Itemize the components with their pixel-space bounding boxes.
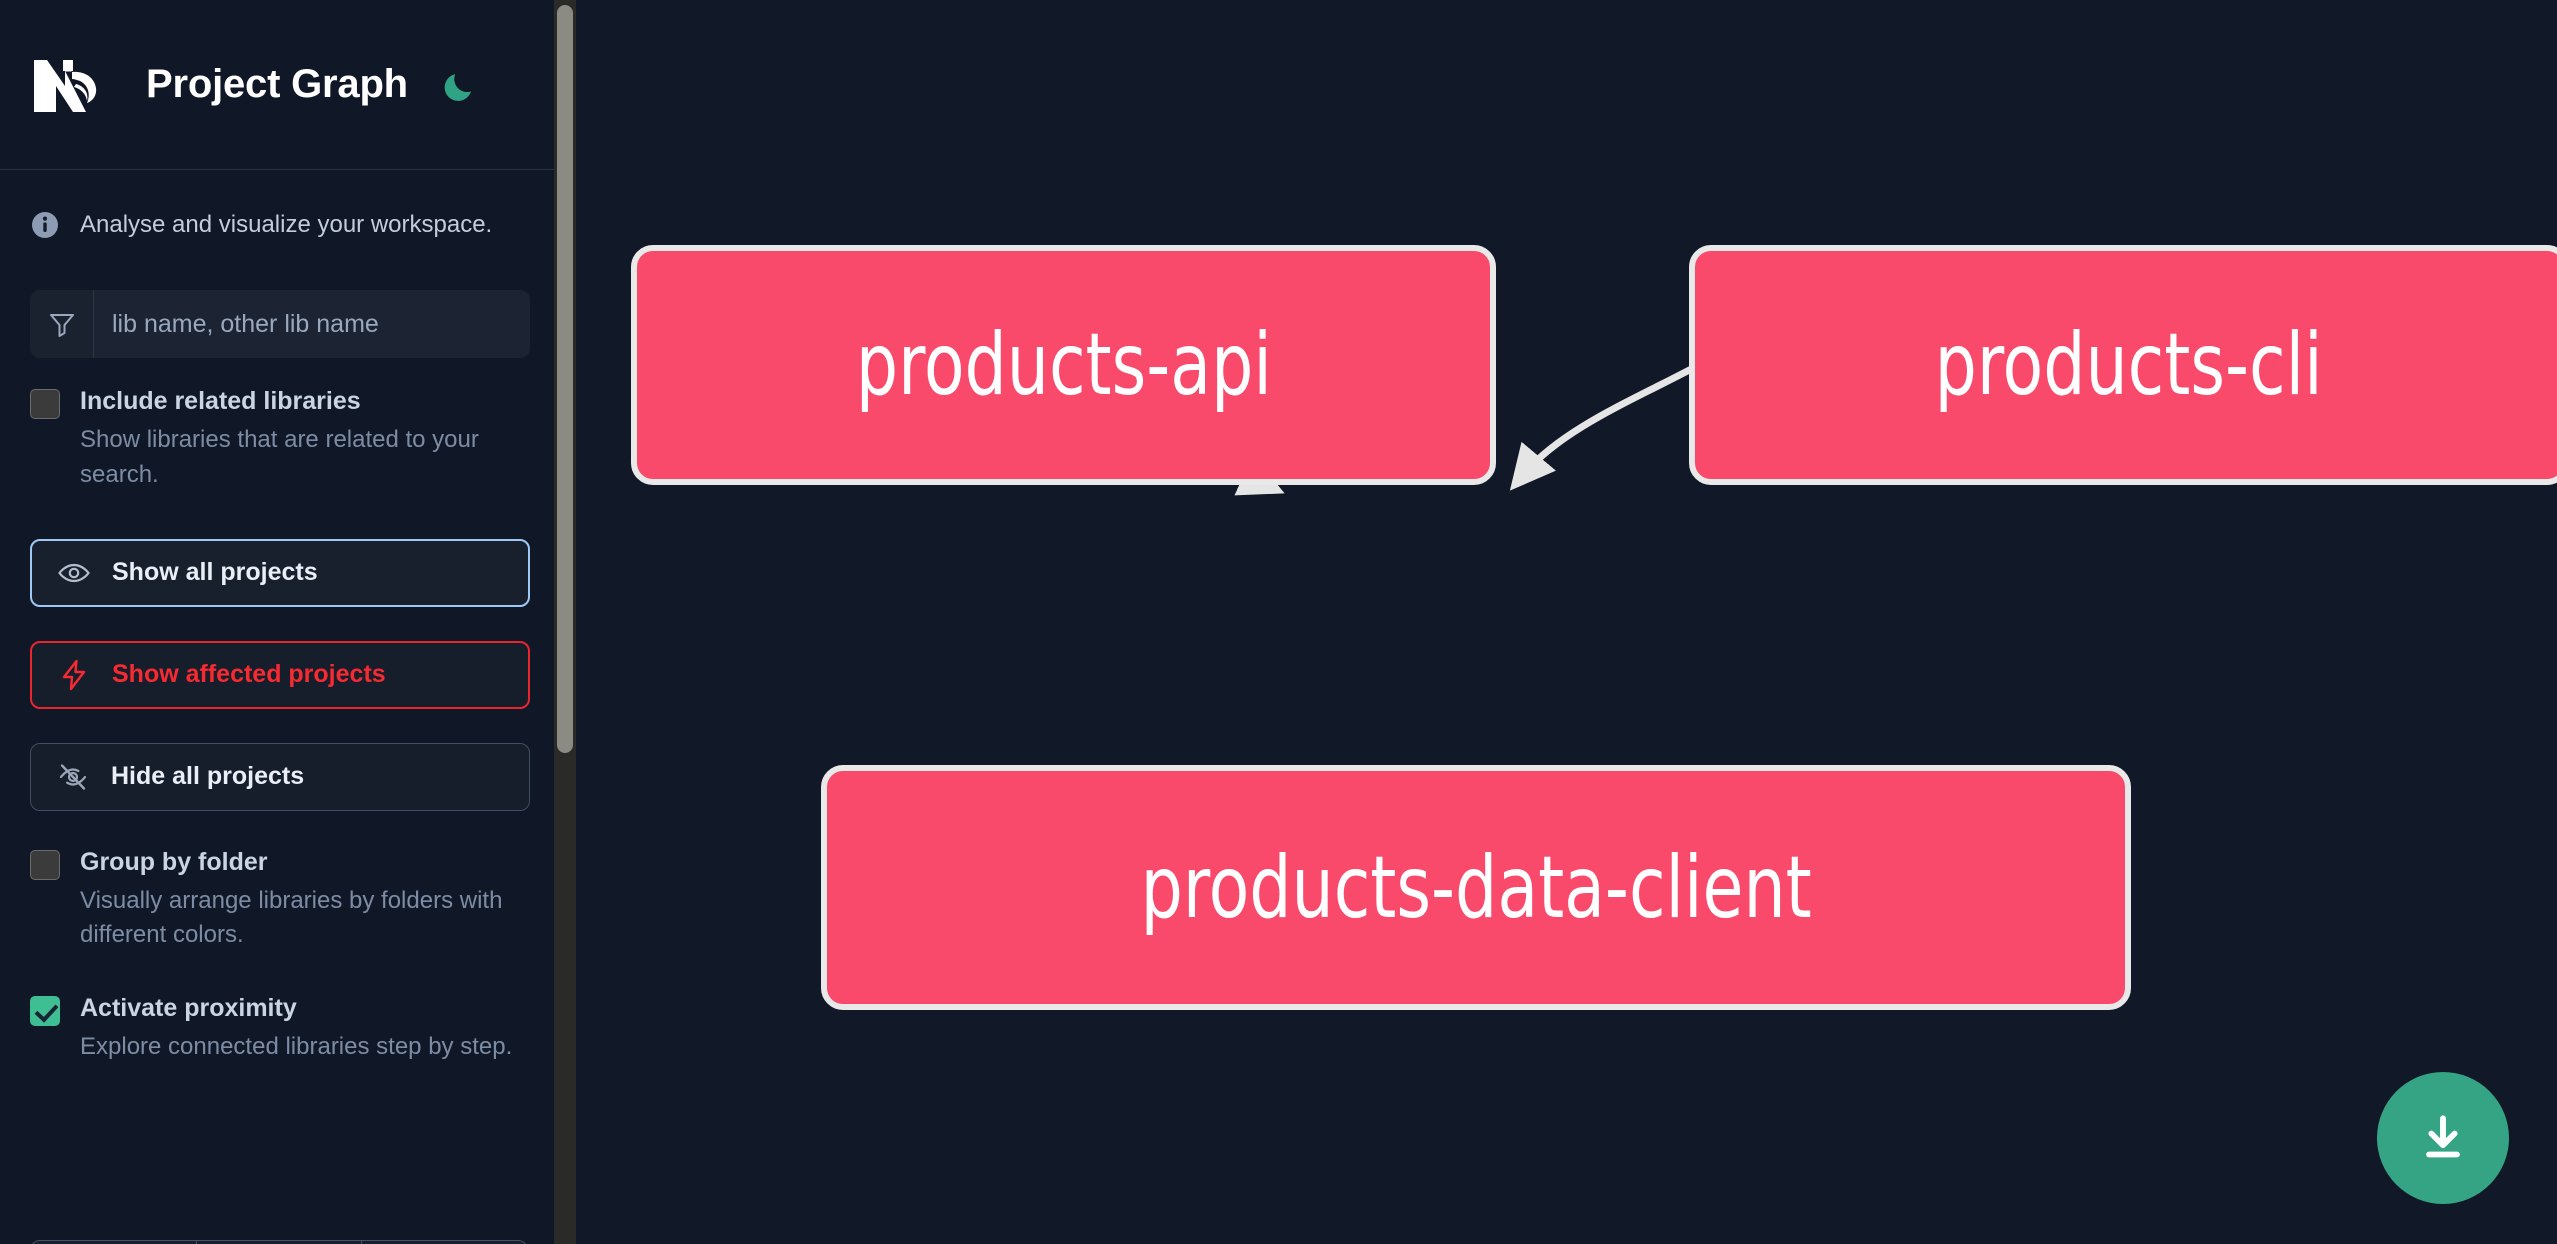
checkbox-include-related-libraries[interactable]: [30, 389, 60, 419]
filter-funnel-icon: [30, 290, 94, 358]
option-group-by-folder[interactable]: Group by folder Visually arrange librari…: [0, 847, 560, 954]
button-label: Show all projects: [112, 558, 318, 587]
hide-all-projects-button[interactable]: Hide all projects: [30, 742, 530, 811]
page-title: Project Graph: [146, 62, 408, 106]
proximity-step-decrease[interactable]: [31, 1241, 197, 1244]
sidebar: Project Graph Analyse and visualize your…: [0, 0, 576, 1244]
graph-edges: [1042, 298, 1784, 496]
download-icon: [2415, 1109, 2471, 1168]
node-label: products-api: [855, 315, 1272, 415]
download-graph-button[interactable]: [2377, 1072, 2509, 1204]
node-label: products-cli: [1934, 315, 2323, 415]
button-label: Hide all projects: [111, 762, 305, 791]
graph-node-products-api[interactable]: products-api: [631, 245, 1496, 485]
option-description: Explore connected libraries step by step…: [80, 1033, 513, 1061]
node-label: products-data-client: [1140, 837, 1812, 938]
project-visibility-buttons: Show all projects Show affected projects: [0, 538, 560, 811]
option-description: Visually arrange libraries by folders wi…: [80, 886, 503, 949]
option-description: Show libraries that are related to your …: [80, 426, 479, 488]
sidebar-scrollbar-thumb[interactable]: [557, 5, 573, 753]
graph-canvas[interactable]: products-api products-cli products-data-…: [576, 0, 2557, 1244]
sidebar-content: Project Graph Analyse and visualize your…: [0, 0, 560, 1244]
option-include-related-libraries[interactable]: Include related libraries Show libraries…: [0, 386, 560, 493]
option-label: Activate proximity: [80, 994, 297, 1023]
proximity-step-control[interactable]: [30, 1240, 528, 1244]
tagline: Analyse and visualize your workspace.: [0, 170, 560, 240]
tagline-text: Analyse and visualize your workspace.: [80, 211, 493, 238]
proximity-step-increase[interactable]: [362, 1241, 527, 1244]
eye-icon: [58, 557, 90, 589]
show-affected-projects-button[interactable]: Show affected projects: [30, 640, 530, 709]
search-input[interactable]: [94, 290, 530, 358]
option-label: Group by folder: [80, 847, 268, 876]
option-label: Include related libraries: [80, 387, 361, 415]
info-icon: [30, 210, 60, 240]
checkbox-group-by-folder[interactable]: [30, 849, 60, 880]
sidebar-scrollbar[interactable]: [554, 0, 576, 1244]
search-box[interactable]: [30, 290, 530, 358]
graph-node-products-data-client[interactable]: products-data-client: [821, 765, 2131, 1010]
lightning-bolt-icon: [58, 659, 90, 691]
moon-icon[interactable]: [442, 66, 480, 104]
option-activate-proximity[interactable]: Activate proximity Explore connected lib…: [0, 993, 560, 1065]
graph-node-products-cli[interactable]: products-cli: [1689, 245, 2557, 485]
proximity-step-value[interactable]: [196, 1241, 363, 1244]
show-all-projects-button[interactable]: Show all projects: [30, 538, 530, 607]
eye-off-icon: [57, 761, 89, 793]
sidebar-header: Project Graph: [0, 0, 560, 170]
nx-logo-icon: [30, 54, 122, 116]
checkbox-activate-proximity[interactable]: [30, 996, 60, 1027]
button-label: Show affected projects: [112, 660, 386, 689]
